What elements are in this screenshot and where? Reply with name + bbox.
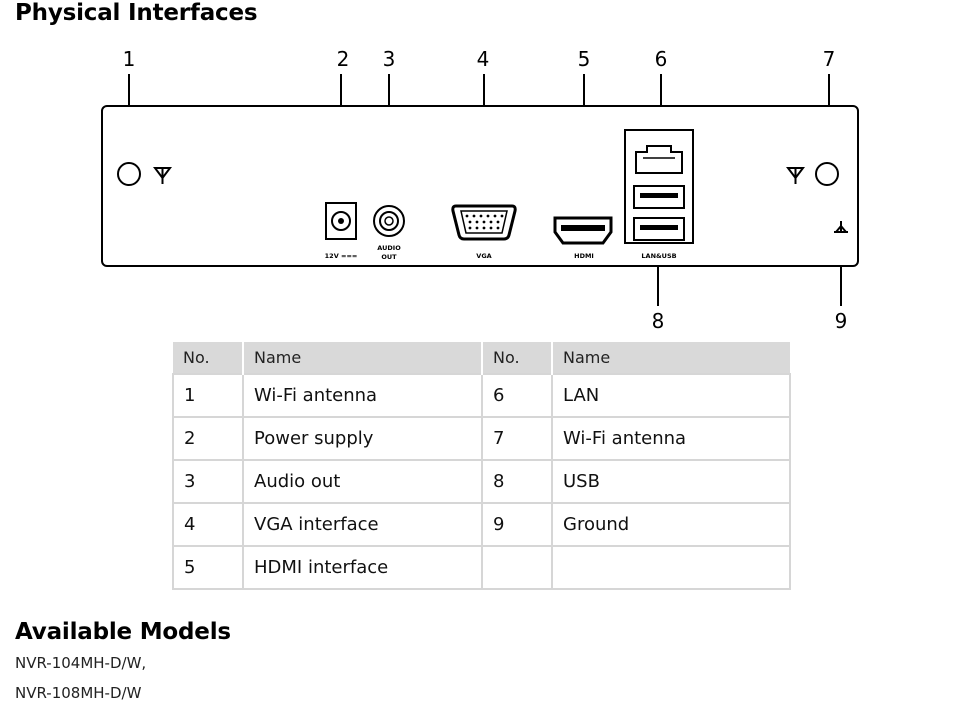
hdmi-label: HDMI [574,252,594,260]
lan-usb-label: LAN&USB [641,252,676,260]
callout-1: 1 [123,47,136,71]
callout-5: 5 [578,47,591,71]
header-name: Name [551,342,790,374]
callout-2: 2 [337,47,350,71]
ground-icon [834,221,848,233]
cell-no: 1 [172,373,244,418]
antenna-icon-left [153,167,172,184]
cell-name: LAN [551,373,791,418]
cell-no [481,545,553,590]
callout-3: 3 [383,47,396,71]
audio-label-line2: OUT [381,253,397,261]
cell-name: HDMI interface [242,545,483,590]
interfaces-table: No. Name No. Name 1 Wi-Fi antenna 6 LAN … [172,342,791,590]
cell-no: 2 [172,416,244,461]
callout-8: 8 [652,309,665,333]
callout-7: 7 [823,47,836,71]
cell-name: Power supply [242,416,483,461]
cell-no: 6 [481,373,553,418]
rear-panel-diagram: 1 2 3 4 5 6 7 8 9 12V === [101,47,859,333]
header-name: Name [242,342,482,374]
table-row: 4 VGA interface 9 Ground [172,502,791,547]
section-title-physical-interfaces: Physical Interfaces [15,0,258,26]
cell-no: 4 [172,502,244,547]
vga-port [451,204,517,241]
callout-9: 9 [835,309,848,333]
wifi-antenna-right [815,162,839,186]
cell-no: 8 [481,459,553,504]
cell-no: 3 [172,459,244,504]
header-no: No. [481,342,552,374]
antenna-icon-right [786,167,805,184]
cell-name: Ground [551,502,791,547]
model-item: NVR-104MH-D/W, [15,654,147,672]
usb-port-top [633,185,685,209]
power-label: 12V === [325,252,358,260]
usb-port-bottom [633,217,685,241]
cell-name: Wi-Fi antenna [551,416,791,461]
model-item: NVR-108MH-D/W [15,684,142,702]
table-row: 1 Wi-Fi antenna 6 LAN [172,373,791,418]
lan-port [635,145,683,174]
vga-label: VGA [476,252,491,260]
cell-name [551,545,791,590]
cell-name: Wi-Fi antenna [242,373,483,418]
table-row: 5 HDMI interface [172,545,791,590]
cell-name: VGA interface [242,502,483,547]
hdmi-port [553,216,613,245]
power-port [325,202,357,240]
callout-4: 4 [477,47,490,71]
wifi-antenna-left [117,162,141,186]
table-header-row: No. Name No. Name [173,342,790,374]
table-row: 2 Power supply 7 Wi-Fi antenna [172,416,791,461]
device-rear-panel [101,105,859,267]
cell-name: USB [551,459,791,504]
section-title-available-models: Available Models [15,619,231,645]
cell-no: 7 [481,416,553,461]
cell-no: 9 [481,502,553,547]
cell-no: 5 [172,545,244,590]
callout-6: 6 [655,47,668,71]
audio-out-port [373,205,405,237]
audio-label-line1: AUDIO [377,244,401,252]
cell-name: Audio out [242,459,483,504]
header-no: No. [173,342,243,374]
table-row: 3 Audio out 8 USB [172,459,791,504]
